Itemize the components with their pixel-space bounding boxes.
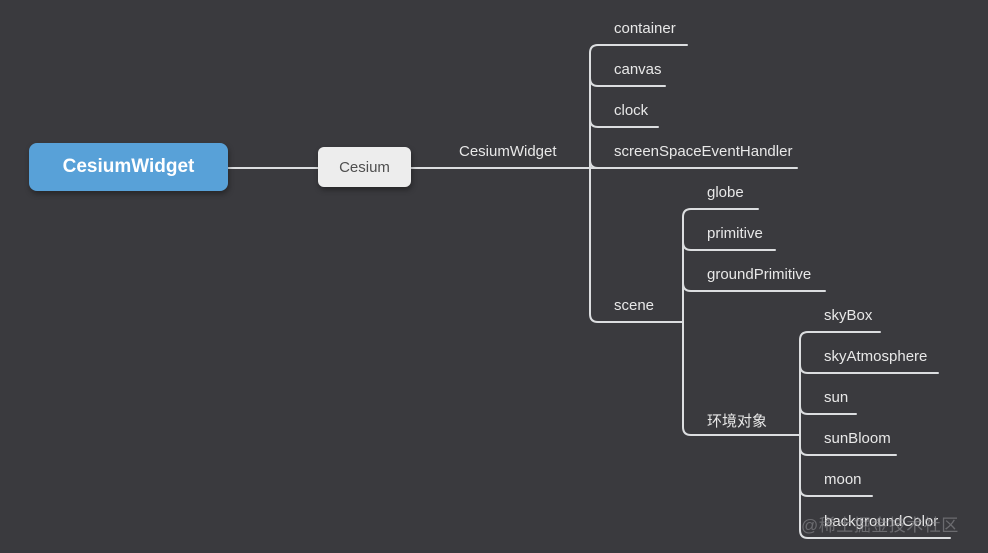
node-primitive[interactable]: primitive	[707, 225, 763, 242]
node-moon[interactable]: moon	[824, 471, 862, 488]
branch-screenspaceeventhandler	[589, 159, 599, 169]
node-sunbloom[interactable]: sunBloom	[824, 430, 891, 447]
branch-moon	[799, 487, 873, 497]
trunk-scene-children	[682, 208, 801, 436]
node-scene[interactable]: scene	[614, 297, 655, 314]
branch-primitive	[682, 241, 776, 251]
branch-sun	[799, 405, 857, 415]
branch-skyatmosphere	[799, 364, 939, 374]
juejin-watermark: @稀土掘金技术社区	[801, 516, 959, 535]
node-cesiumwidget-label[interactable]: CesiumWidget	[459, 143, 557, 160]
trunk-widget-children	[589, 44, 688, 323]
node-sun[interactable]: sun	[824, 389, 849, 406]
branch-canvas	[589, 77, 666, 87]
node-cesium[interactable]: Cesium	[318, 147, 411, 187]
branch-clock	[589, 118, 659, 128]
node-screenspaceeventhandler[interactable]: screenSpaceEventHandler	[614, 143, 793, 160]
node-canvas[interactable]: canvas	[614, 61, 662, 78]
node-groundprimitive[interactable]: groundPrimitive	[707, 266, 812, 283]
trunk-env-children	[799, 331, 951, 539]
node-clock[interactable]: clock	[614, 102, 649, 119]
node-environment-objects[interactable]: 环境对象	[707, 413, 768, 430]
node-container[interactable]: container	[614, 20, 676, 37]
node-skyatmosphere[interactable]: skyAtmosphere	[824, 348, 928, 365]
branch-sunbloom	[799, 446, 897, 456]
node-root-cesiumwidget[interactable]: CesiumWidget	[29, 143, 228, 191]
node-backgroundcolor[interactable]: backgroundColor	[824, 513, 939, 530]
branch-groundprimitive	[682, 282, 826, 292]
node-skybox[interactable]: skyBox	[824, 307, 873, 324]
node-globe[interactable]: globe	[707, 184, 744, 201]
